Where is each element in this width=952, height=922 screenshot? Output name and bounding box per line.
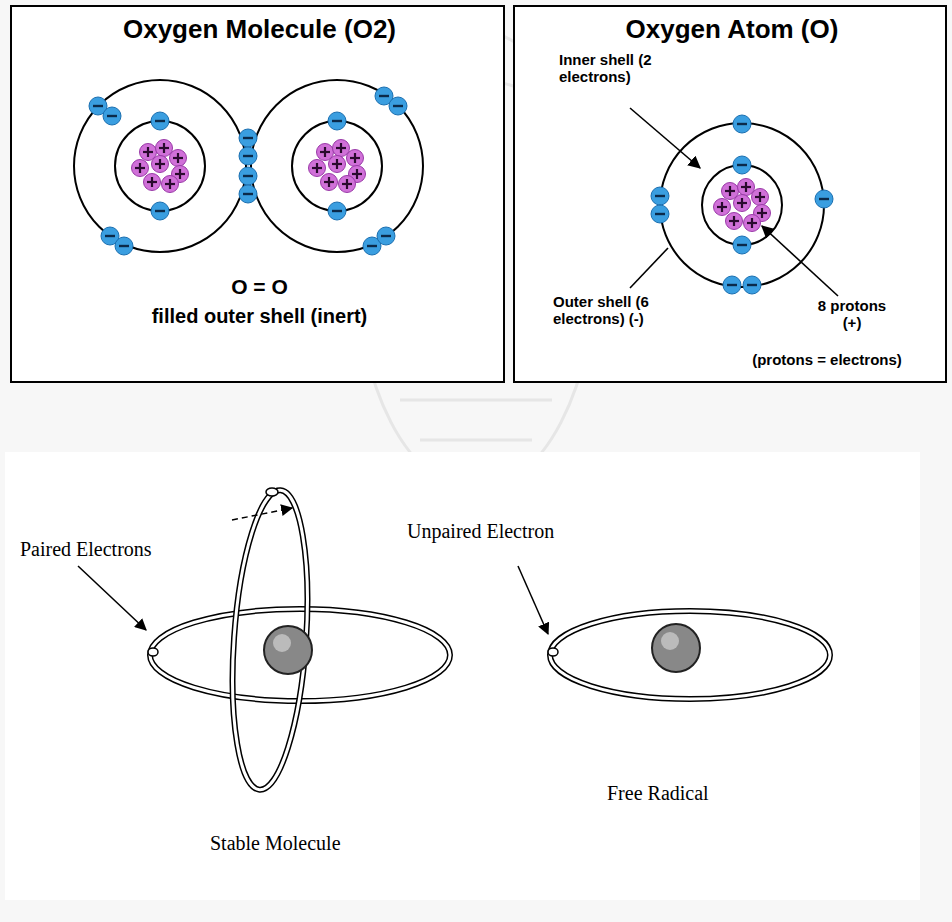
shell-label: Outer shell (6 electrons) (-) (553, 293, 683, 328)
panel-title: Oxygen Atom (O) (515, 15, 949, 45)
caption-note: filled outer shell (inert) (132, 305, 387, 328)
atom-panel: Oxygen Atom (O) Inner shell (2 electrons)… (513, 5, 947, 383)
note: (protons = electrons) (711, 351, 943, 368)
part-label: Paired Electrons (20, 538, 220, 561)
radical-panel: Paired Electrons Unpaired ElectronStable … (5, 452, 920, 900)
caption-label: Stable Molecule (210, 832, 440, 855)
molecule-panel: Oxygen Molecule (O2) O = O filled outer sh… (10, 5, 505, 383)
caption-label: Free Radical (607, 782, 797, 805)
formula: O = O (12, 275, 507, 299)
shell-label: Inner shell (2 electrons) (559, 51, 679, 86)
proton-label: 8 protons (+) (807, 297, 897, 332)
panel-title: Oxygen Molecule (O2) (12, 15, 507, 45)
part-label: Unpaired Electron (407, 520, 617, 543)
